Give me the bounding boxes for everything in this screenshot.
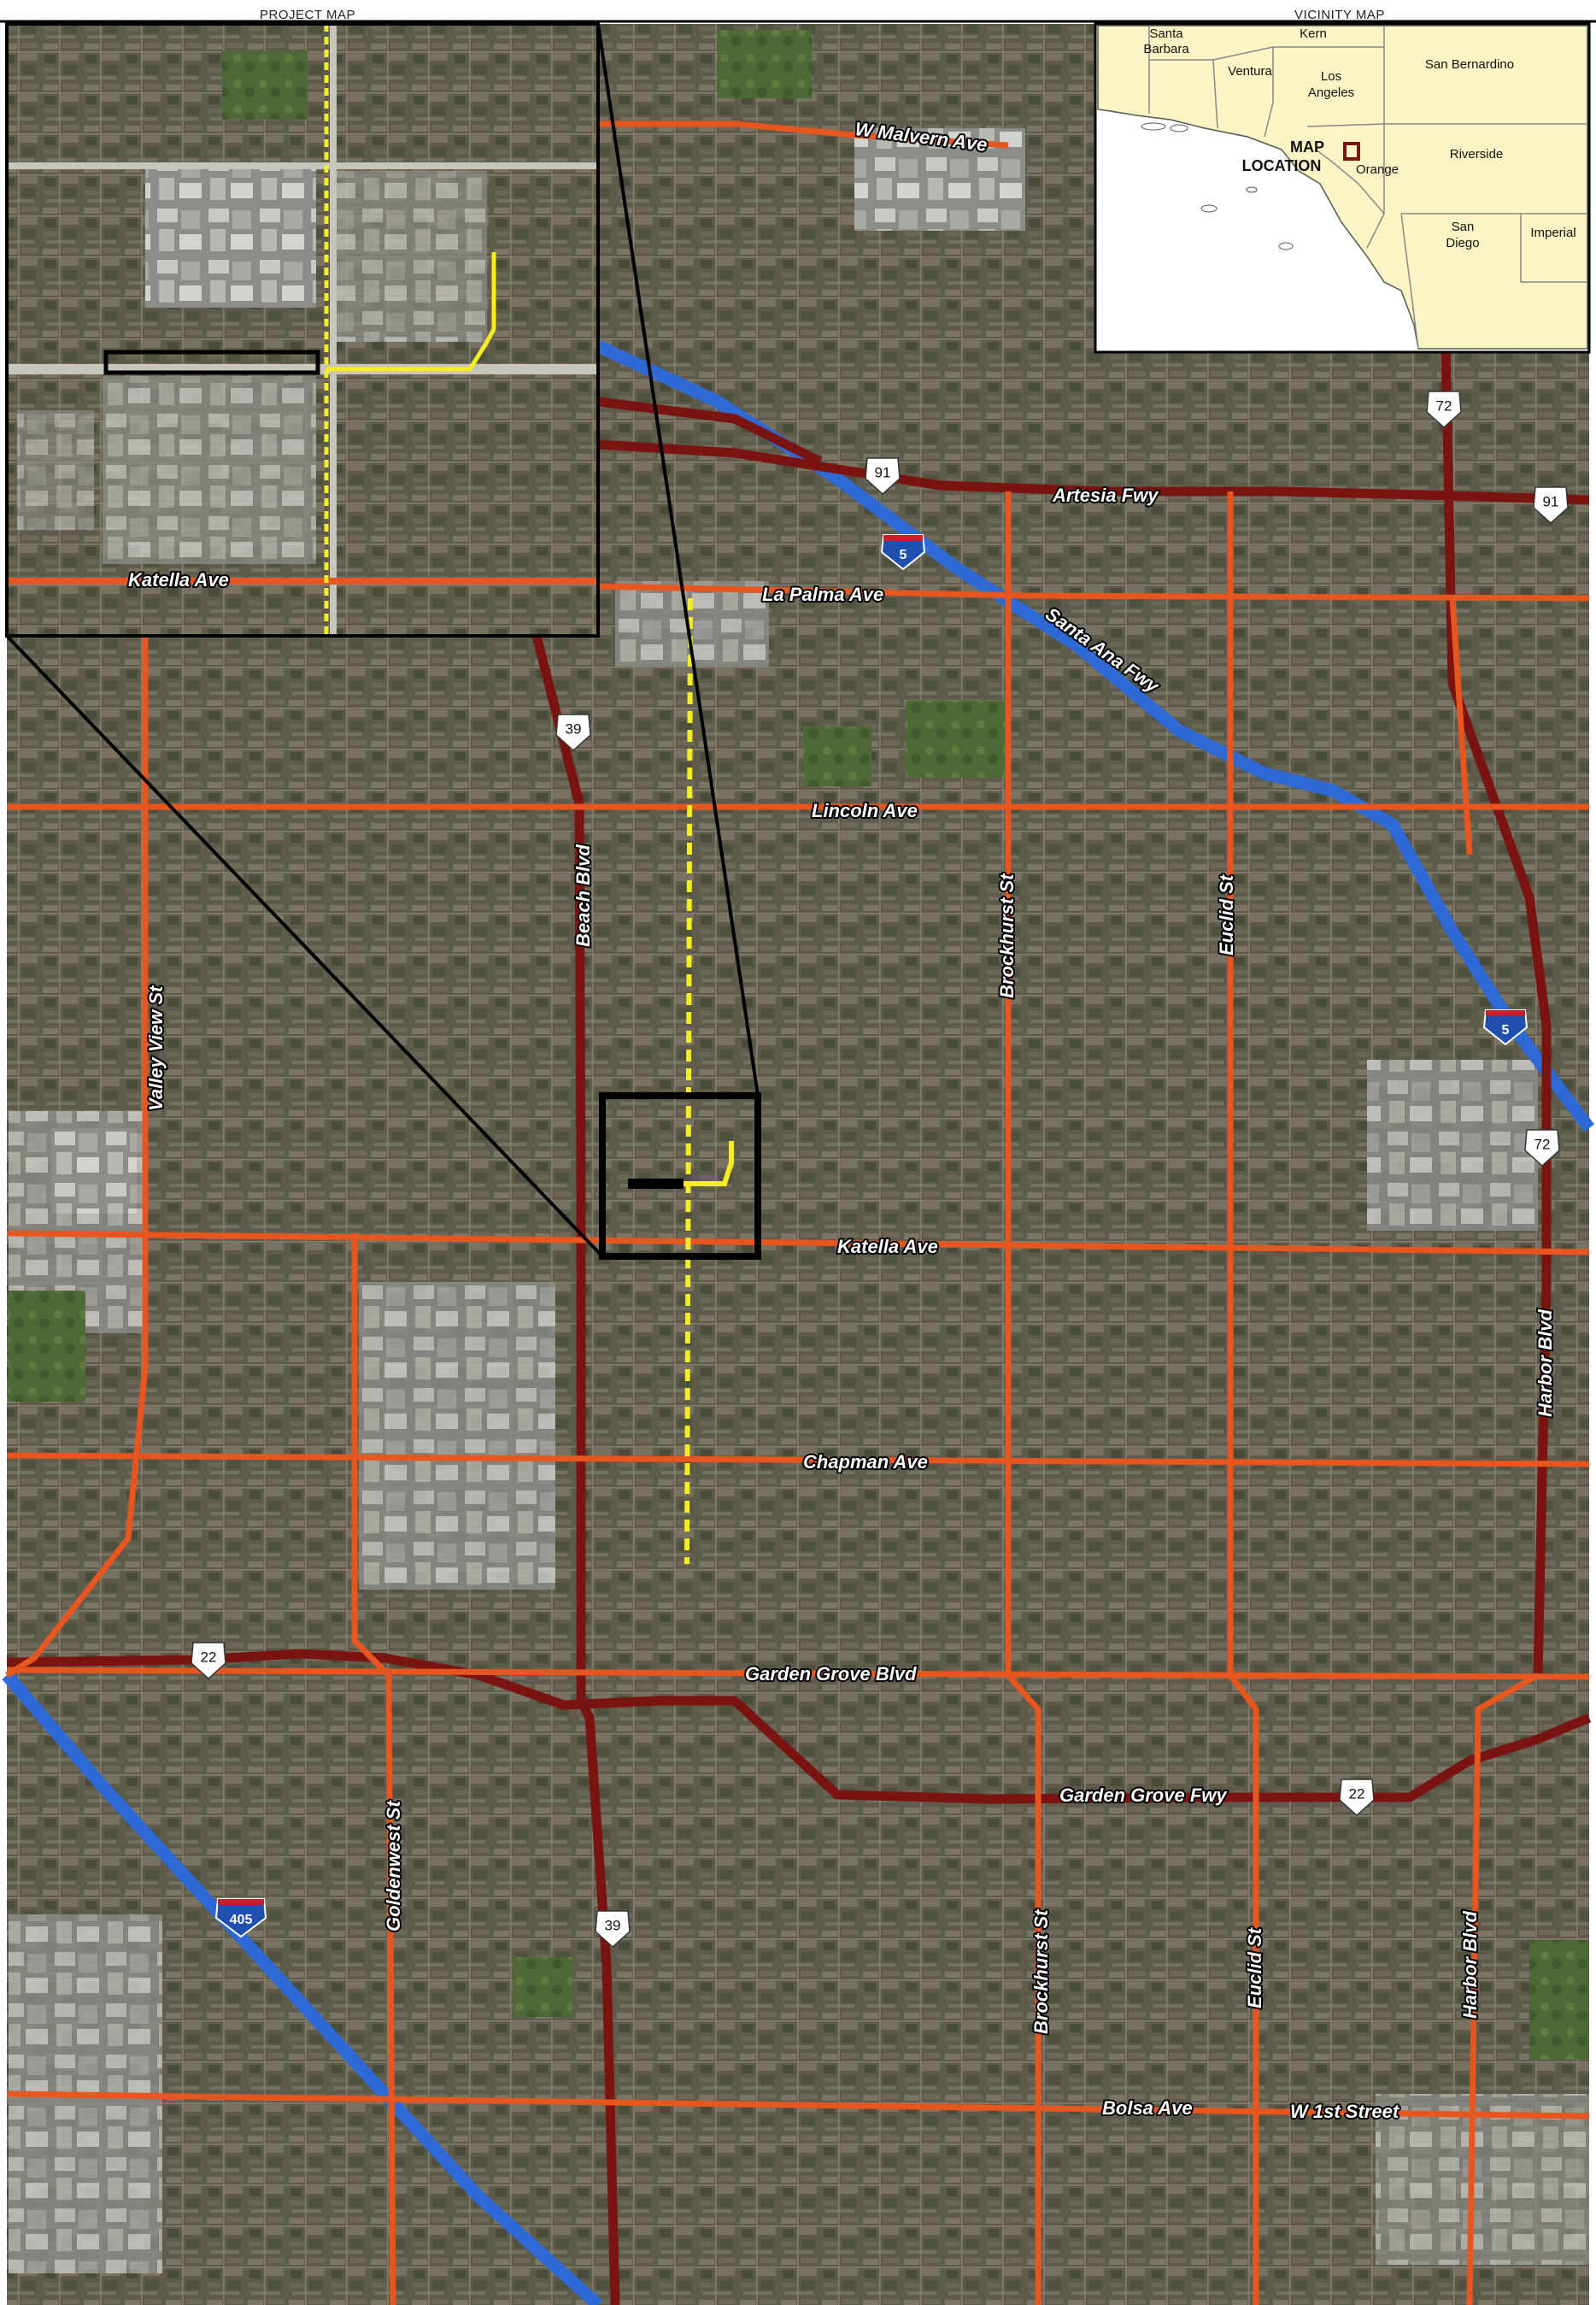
label-garden-grove-fwy: Garden Grove Fwy: [1059, 1785, 1228, 1806]
svg-text:Santa: Santa: [1149, 26, 1183, 41]
state-route-shield: 22: [191, 1642, 226, 1680]
highway-lines: [6, 26, 1592, 2305]
svg-text:72: 72: [1436, 397, 1452, 414]
state-route-shield: 91: [865, 457, 901, 496]
svg-text:Ventura: Ventura: [1228, 64, 1272, 79]
interstate-shield: 5: [1482, 1009, 1529, 1046]
label-garden-grove-blvd: Garden Grove Blvd: [745, 1663, 917, 1685]
svg-text:405: 405: [230, 1913, 253, 1927]
label-euclid-st-north: Euclid St: [1216, 873, 1237, 956]
label-beach-blvd: Beach Blvd: [572, 844, 594, 947]
svg-text:San Bernardino: San Bernardino: [1425, 57, 1514, 72]
svg-text:Angeles: Angeles: [1308, 85, 1354, 100]
svg-text:72: 72: [1534, 1136, 1551, 1152]
label-brockhurst-st-south: Brockhurst St: [1030, 1908, 1052, 2034]
svg-text:5: 5: [900, 548, 907, 562]
svg-text:5: 5: [1502, 1023, 1510, 1038]
svg-text:Riverside: Riverside: [1450, 147, 1504, 162]
svg-text:91: 91: [875, 464, 891, 480]
state-route-shield: 91: [1533, 486, 1569, 525]
label-valley-view-st: Valley View St: [145, 985, 167, 1111]
label-goldenwest-st: Goldenwest St: [383, 1800, 404, 1932]
svg-text:Imperial: Imperial: [1530, 226, 1575, 240]
svg-text:Kern: Kern: [1300, 26, 1327, 41]
state-route-shield: 72: [1426, 391, 1462, 429]
label-lincoln-ave: Lincoln Ave: [812, 800, 918, 821]
svg-text:22: 22: [1349, 1785, 1365, 1802]
svg-text:39: 39: [605, 1917, 621, 1933]
svg-text:Diego: Diego: [1446, 236, 1479, 250]
svg-text:Orange: Orange: [1356, 162, 1399, 177]
svg-text:Los: Los: [1321, 69, 1341, 84]
interstate-shield: 5: [880, 534, 926, 571]
detail-callout: [5, 23, 761, 1260]
project-map-title: PROJECT MAP: [260, 8, 355, 22]
inset-border: [5, 22, 600, 638]
park-areas: [9, 30, 1589, 2060]
svg-text:San: San: [1452, 220, 1475, 234]
svg-text:MAP: MAP: [1290, 138, 1324, 156]
label-harbor-blvd-south: Harbor Blvd: [1459, 1911, 1481, 2019]
svg-text:91: 91: [1543, 493, 1559, 509]
label-euclid-st-south: Euclid St: [1244, 1926, 1265, 2008]
inset-project-map: [7, 24, 598, 636]
project-alignment: [628, 597, 734, 1565]
label-bolsa-ave: Bolsa Ave: [1102, 2097, 1193, 2119]
state-route-shield: 39: [555, 714, 591, 752]
svg-text:39: 39: [566, 720, 582, 737]
interstate-shield: 405: [214, 1898, 267, 1938]
label-chapman-ave: Chapman Ave: [803, 1451, 928, 1473]
label-w-1st-street: W 1st Street: [1290, 2101, 1400, 2122]
label-la-palma-ave: La Palma Ave: [762, 584, 883, 605]
svg-text:LOCATION: LOCATION: [1242, 157, 1322, 174]
state-route-shield: 39: [595, 1910, 631, 1949]
label-artesia-fwy: Artesia Fwy: [1052, 485, 1159, 506]
label-inset-katella-ave: Katella Ave: [128, 569, 229, 591]
label-brockhurst-st-north: Brockhurst St: [996, 873, 1018, 998]
label-harbor-blvd-north: Harbor Blvd: [1534, 1309, 1556, 1417]
svg-text:22: 22: [201, 1649, 217, 1665]
arterial-lines: [5, 121, 1590, 2305]
state-route-shield: 72: [1524, 1129, 1560, 1167]
svg-text:Barbara: Barbara: [1143, 42, 1189, 56]
vicinity-map-title: VICINITY MAP: [1294, 8, 1385, 22]
state-route-shield: 22: [1339, 1779, 1375, 1817]
label-katella-ave: Katella Ave: [837, 1236, 938, 1257]
vicinity-map: Kern Santa Barbara Ventura Los Angeles S…: [1094, 22, 1591, 354]
